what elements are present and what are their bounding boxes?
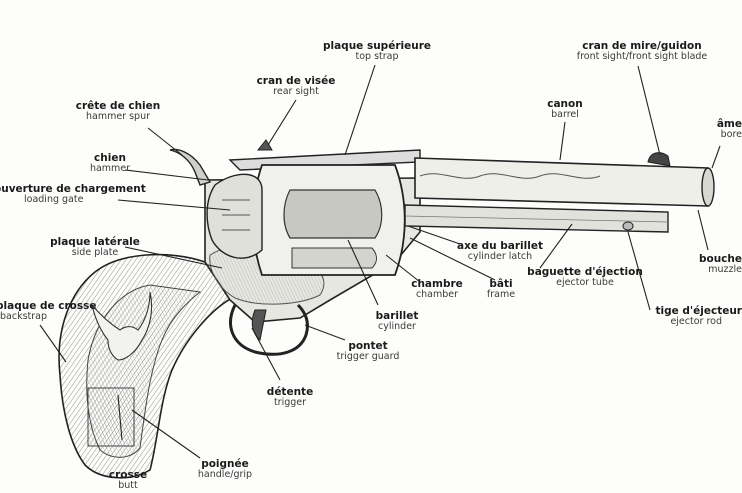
cylinder-flute-2 — [291, 247, 377, 269]
label-en: rear sight — [273, 86, 319, 98]
label-en: trigger — [273, 397, 307, 409]
label-fr: plaque de crosse — [0, 300, 97, 312]
muzzle-shape — [701, 167, 715, 207]
label-en: cylinder latch — [467, 251, 533, 263]
grip-carving — [91, 291, 153, 361]
label-en: muzzle — [708, 264, 742, 276]
label-frame: bâti frame — [476, 278, 526, 301]
label-en: side plate — [71, 247, 119, 259]
label-fr: plaque supérieure — [322, 40, 431, 52]
label-fr: cran de visée — [256, 75, 336, 87]
trigger-shape — [251, 309, 267, 341]
label-bore: âme bore — [700, 118, 742, 141]
label-en: trigger guard — [336, 351, 400, 363]
label-butt: crosse butt — [98, 469, 158, 492]
label-trigger-guard: pontet trigger guard — [328, 340, 408, 363]
label-front-sight: cran de mire/guidon front sight/front si… — [562, 40, 722, 63]
label-loading-gate: ouverture de chargement loading gate — [0, 183, 146, 206]
label-fr: barillet — [375, 310, 419, 322]
label-side-plate: plaque latérale side plate — [45, 236, 145, 259]
hammer-shape — [169, 148, 212, 186]
label-fr: baguette d'éjection — [527, 266, 643, 278]
label-fr: axe du barillet — [457, 240, 543, 252]
label-en: loading gate — [24, 194, 84, 206]
label-ejector-tube: baguette d'éjection ejector tube — [525, 266, 645, 289]
label-en: frame — [486, 289, 516, 301]
label-en: hammer — [89, 163, 131, 175]
label-muzzle: bouche muzzle — [680, 253, 742, 276]
label-barrel: canon barrel — [530, 98, 600, 121]
label-hammer: chien hammer — [80, 152, 140, 175]
label-ejector-rod: tige d'éjecteur ejector rod — [610, 305, 742, 328]
label-en: bore — [720, 129, 742, 141]
label-fr: plaque latérale — [50, 236, 140, 248]
label-en: ejector tube — [556, 277, 614, 289]
label-en: butt — [118, 480, 138, 492]
label-trigger: détente trigger — [260, 386, 320, 409]
label-en: chamber — [415, 289, 459, 301]
label-fr: poignée — [201, 458, 249, 470]
label-fr: cran de mire/guidon — [582, 40, 702, 52]
cylinder-flute — [283, 189, 383, 239]
label-fr: pontet — [348, 340, 388, 352]
label-fr: âme — [716, 118, 742, 130]
label-en: handle/grip — [197, 469, 253, 481]
label-handle: poignée handle/grip — [180, 458, 270, 481]
trigger-guard-shape — [229, 303, 309, 356]
label-fr: crosse — [108, 469, 148, 481]
loading-gate-shape — [206, 173, 263, 259]
grip-checkering — [87, 387, 135, 447]
label-en: backstrap — [0, 311, 48, 323]
label-fr: ouverture de chargement — [0, 183, 146, 195]
front-sight-shape — [647, 152, 671, 167]
label-fr: bâti — [489, 278, 513, 290]
leader-lines — [39, 64, 721, 459]
label-en: front sight/front sight blade — [576, 51, 708, 63]
label-fr: crête de chien — [75, 100, 161, 112]
label-en: barrel — [551, 109, 579, 121]
label-rear-sight: cran de visée rear sight — [246, 75, 346, 98]
label-fr: détente — [266, 386, 314, 398]
label-en: ejector rod — [670, 316, 722, 328]
label-backstrap: plaque de crosse backstrap — [0, 300, 97, 323]
label-en: cylinder — [378, 321, 416, 333]
label-fr: chambre — [411, 278, 463, 290]
label-cylinder: barillet cylinder — [362, 310, 432, 333]
barrel-engraving — [419, 173, 601, 179]
label-fr: canon — [547, 98, 583, 110]
label-fr: bouche — [698, 253, 742, 265]
label-top-strap: plaque supérieure top strap — [322, 40, 432, 63]
label-chamber: chambre chamber — [402, 278, 472, 301]
label-en: top strap — [355, 51, 399, 63]
label-fr: tige d'éjecteur — [655, 305, 742, 317]
label-hammer-spur: crête de chien hammer spur — [68, 100, 168, 123]
label-en: hammer spur — [85, 111, 151, 123]
label-cylinder-latch: axe du barillet cylinder latch — [450, 240, 550, 263]
label-fr: chien — [94, 152, 126, 164]
